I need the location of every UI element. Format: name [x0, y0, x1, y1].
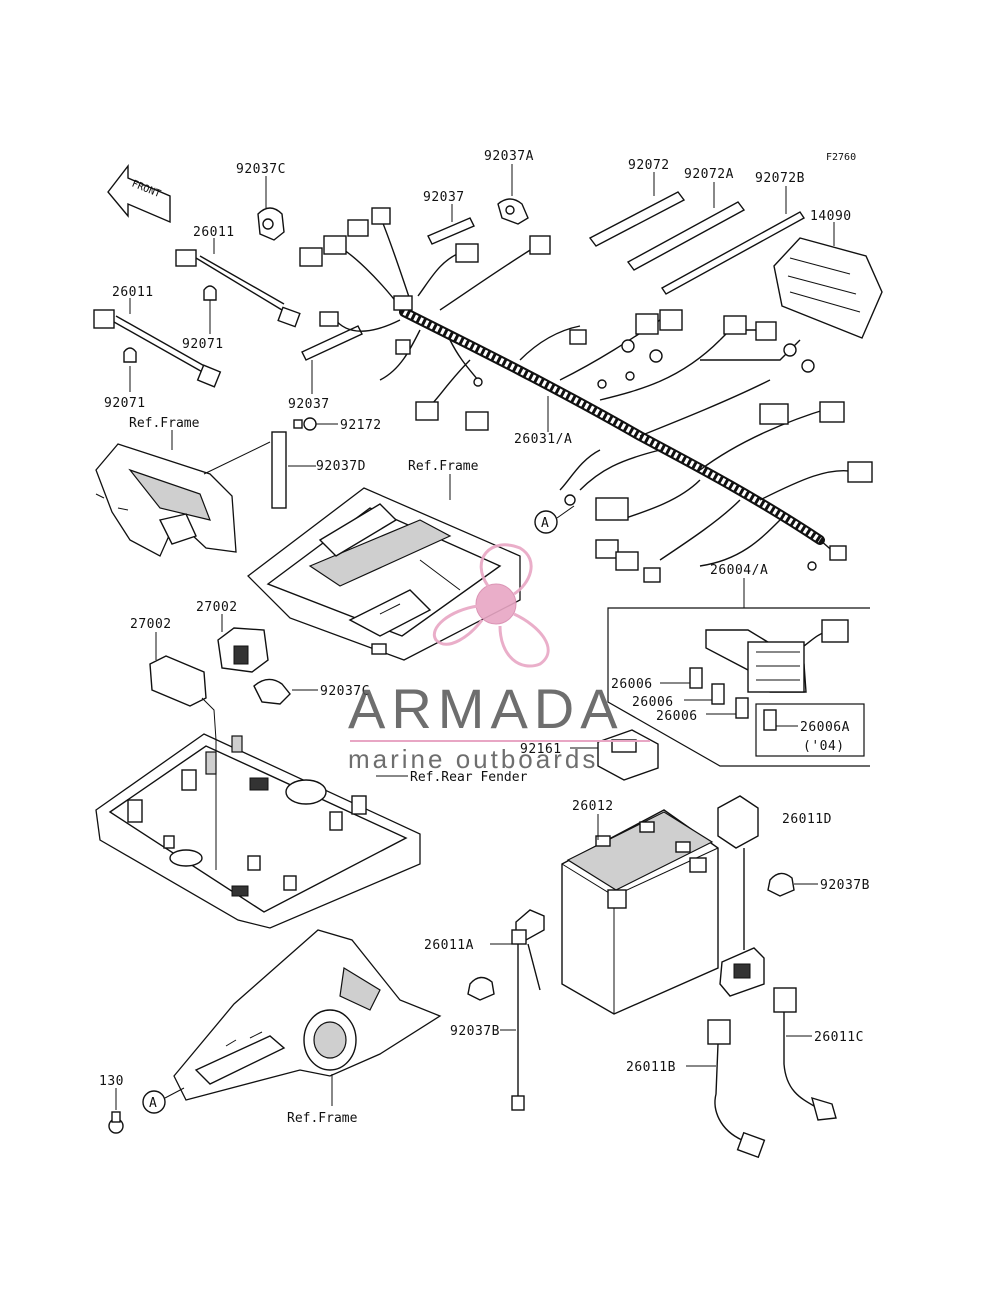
ref-rear-fender: Ref.Rear Fender [410, 770, 528, 785]
part-label-26012: 26012 [572, 799, 614, 814]
cable-tie-92072B [660, 211, 806, 295]
part-label-92037-lower: 92037 [288, 397, 330, 412]
frame-bracket-left [95, 441, 271, 557]
clamp-92037C-middle [253, 678, 291, 705]
part-label-26011D: 26011D [782, 812, 832, 827]
part-label-92037C-top: 92037C [236, 162, 286, 177]
svg-text:A: A [149, 1096, 157, 1111]
callout-A-upper: A [534, 505, 575, 534]
part-label-26011-lower: 26011 [112, 285, 154, 300]
part-label-26011C: 26011C [814, 1030, 864, 1045]
cable-tie-92072A [626, 201, 746, 271]
pad-92037-upper [427, 217, 475, 245]
part-label-92071-a: 92071 [182, 337, 224, 352]
clamp-92037C-top [257, 207, 285, 241]
part-label-26006-a: 26006 [611, 677, 653, 692]
cover-14090 [773, 237, 883, 339]
part-label-92037B-left: 92037B [450, 1024, 500, 1039]
part-label-92037D: 92037D [316, 459, 366, 474]
part-label-26011B: 26011B [626, 1060, 676, 1075]
holder-92161 [597, 729, 659, 781]
cable-26011A [511, 909, 545, 1111]
part-label-92037A: 92037A [484, 149, 534, 164]
strap-92037D [271, 431, 287, 509]
callout-A-lower: A [142, 1087, 185, 1114]
part-label-26011A: 26011A [424, 938, 474, 953]
clamp-92037B-left [467, 976, 495, 1001]
part-label-26011-upper: 26011 [193, 225, 235, 240]
bolt-92172 [293, 417, 317, 431]
clamp-92037A [497, 198, 529, 225]
part-label-92161: 92161 [520, 742, 562, 757]
figure-code: F2760 [826, 152, 856, 163]
frame-center-cross-member [247, 487, 521, 661]
part-label-26006A: 26006A [800, 720, 850, 735]
pad-92037-lower [301, 325, 363, 361]
part-label-27002-right: 27002 [196, 600, 238, 615]
ref-frame-center: Ref.Frame [408, 459, 479, 474]
armada-watermark: ARMADA marine outboards [348, 543, 650, 774]
cable-26011D [717, 795, 765, 997]
fuse-26006-b [711, 683, 725, 705]
cable-tie-92072 [588, 191, 686, 247]
part-label-92072A: 92072A [684, 167, 734, 182]
part-label-130: 130 [99, 1074, 124, 1089]
ref-frame-left: Ref.Frame [129, 416, 200, 431]
part-label-92037C-middle: 92037C [320, 684, 370, 699]
part-label-26006-b: 26006 [632, 695, 674, 710]
rear-fender-tray [95, 697, 421, 929]
part-note-26006A: ('04) [803, 739, 845, 754]
part-label-14090: 14090 [810, 209, 852, 224]
part-label-26004A: 26004/A [710, 563, 768, 578]
ref-frame-bottom: Ref.Frame [287, 1111, 358, 1126]
fuse-box-group-box [607, 607, 870, 767]
cable-26011C [773, 987, 837, 1121]
battery-26012 [561, 809, 719, 1015]
bolt-130 [108, 1111, 124, 1134]
svg-text:A: A [541, 516, 549, 531]
part-label-26006-c: 26006 [656, 709, 698, 724]
propeller-logo-icon [432, 543, 550, 668]
clamp-92037B-right [767, 872, 795, 897]
part-label-27002-left: 27002 [130, 617, 172, 632]
part-label-92072: 92072 [628, 158, 670, 173]
part-label-92037-upper: 92037 [423, 190, 465, 205]
fuse-26006-c [735, 697, 749, 719]
fuse-26006A-box [755, 703, 865, 757]
part-label-92071-b: 92071 [104, 396, 146, 411]
watermark-tagline: marine outboards [348, 744, 598, 774]
watermark-brand: ARMADA [348, 677, 624, 740]
main-harness-26031A [299, 207, 873, 583]
part-label-92037B-right: 92037B [820, 878, 870, 893]
front-arrow-icon: FRONT [107, 163, 171, 224]
part-label-92172: 92172 [340, 418, 382, 433]
part-label-26031A: 26031/A [514, 432, 572, 447]
cable-26011B [707, 1019, 766, 1159]
relay-27002-left [149, 655, 207, 707]
part-label-92072B: 92072B [755, 171, 805, 186]
relay-27002-right [217, 627, 269, 673]
sub-harness-26011-lower [93, 309, 222, 388]
fuse-26006-a [689, 667, 703, 689]
sub-harness-26011-upper [175, 249, 301, 328]
fuse-box-26004A [705, 619, 849, 693]
frame-bracket-bottom [173, 929, 442, 1106]
